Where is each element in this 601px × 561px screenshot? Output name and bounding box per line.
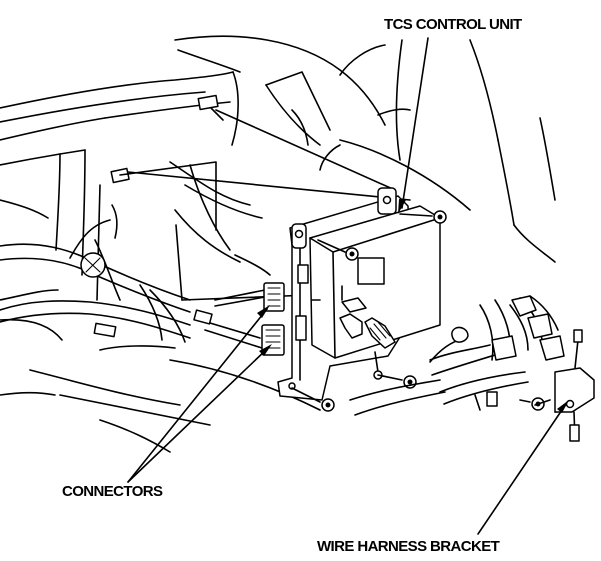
leader-lines bbox=[127, 37, 569, 535]
tcs-control-unit-box bbox=[309, 205, 441, 380]
right-wire-harness bbox=[349, 295, 595, 442]
connectors-group bbox=[261, 264, 309, 356]
wire-harness-bracket-label: WIRE HARNESS BRACKET bbox=[317, 538, 500, 555]
tcs-control-unit-label: TCS CONTROL UNIT bbox=[384, 16, 522, 33]
connectors-label: CONNECTORS bbox=[62, 483, 163, 500]
left-wire-harness bbox=[0, 164, 266, 351]
vehicle-body-panel bbox=[0, 35, 556, 453]
